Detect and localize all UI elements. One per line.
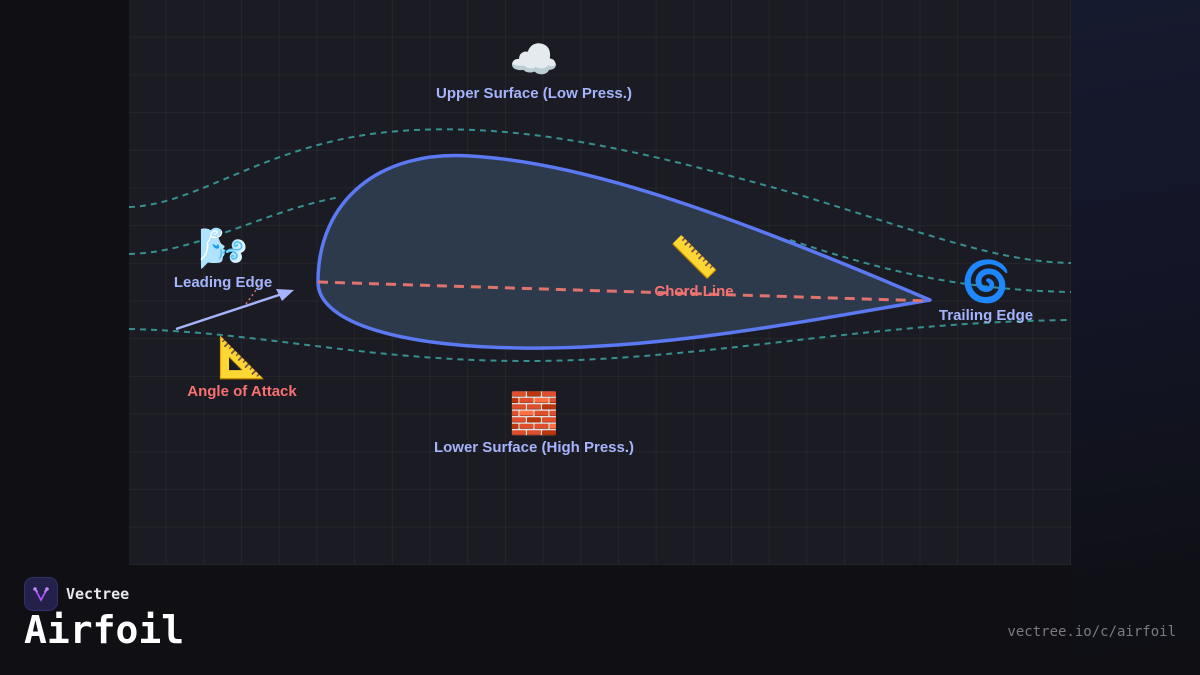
ruler-icon: 📏 [669,236,719,280]
brand-name: Vectree [66,585,130,603]
vectree-logo-icon [24,577,58,611]
streamline-1 [129,128,1071,264]
node-label: Leading Edge [173,274,273,291]
node-label: Upper Surface (Low Press.) [436,85,632,102]
node-chord-line[interactable]: 📏 Chord Line [654,235,733,300]
triangular-ruler-icon: 📐 [217,336,267,380]
node-label: Trailing Edge [938,307,1034,324]
node-leading-edge[interactable]: 🌬️ Leading Edge [174,226,272,291]
left-margin [0,0,129,565]
diagram-canvas[interactable]: ☁️ Upper Surface (Low Press.) 🌬️ Leading… [129,0,1071,565]
node-label: Lower Surface (High Press.) [433,439,635,456]
airfoil-diagram [129,128,1071,363]
node-angle-of-attack[interactable]: 📐 Angle of Attack [187,335,296,400]
aoa-arrowhead [276,289,294,301]
node-lower-surface[interactable]: 🧱 Lower Surface (High Press.) [434,391,634,456]
airfoil-shape [316,153,932,350]
brand: Vectree [24,577,129,611]
streamline-3 [129,319,1071,363]
node-label: Chord Line [654,283,734,300]
right-margin [1071,0,1200,675]
wind-face-icon: 🌬️ [198,227,248,271]
cyclone-icon: 🌀 [961,260,1011,304]
brick-icon: 🧱 [509,392,559,436]
page-url[interactable]: vectree.io/c/airfoil [1007,624,1176,640]
aoa-arrow-shaft [175,292,283,331]
node-label: Angle of Attack [187,383,297,400]
cloud-icon: ☁️ [509,38,559,82]
chord-line [317,280,931,303]
streamline-2 [129,196,1071,293]
aoa-reference-line [245,282,262,305]
node-upper-surface[interactable]: ☁️ Upper Surface (Low Press.) [436,37,632,102]
page-title: Airfoil [24,608,185,652]
node-trailing-edge[interactable]: 🌀 Trailing Edge [939,259,1033,324]
